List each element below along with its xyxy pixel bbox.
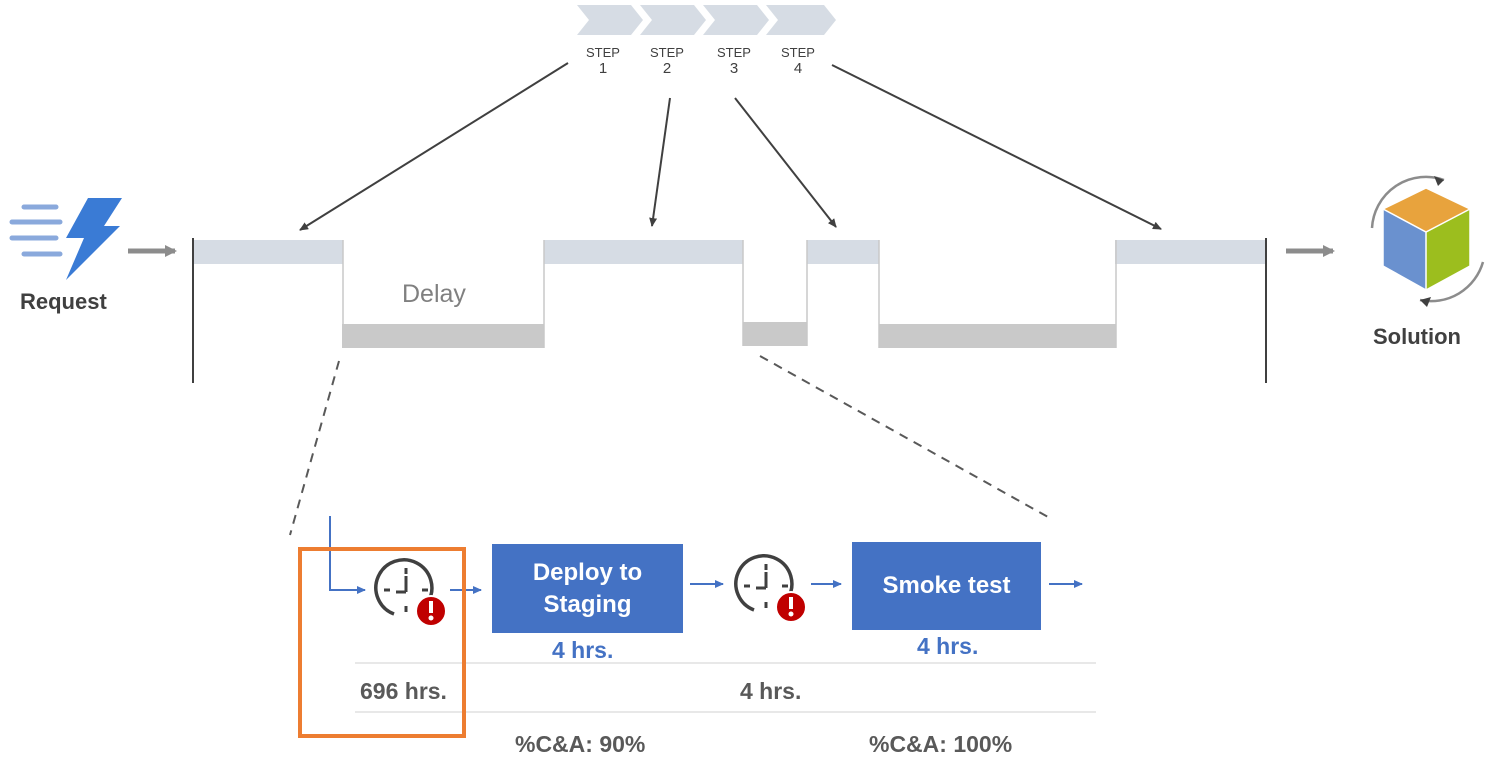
step-label-4: STEP 4: [773, 45, 823, 77]
wait-time-1: 696 hrs.: [360, 678, 447, 704]
ca-metric-smoke-test: %C&A: 100%: [869, 731, 1013, 757]
timeline-connectors: [342, 240, 1117, 348]
chevron-step-4: [766, 5, 836, 35]
step-number: 1: [598, 60, 608, 77]
solution-label: Solution: [1373, 324, 1461, 349]
step-label-3: STEP 3: [709, 45, 759, 77]
flow-in-arrow: [329, 516, 366, 594]
step-word: STEP: [781, 45, 815, 60]
chevron-step-1: [577, 5, 643, 35]
step-3-pointer: [734, 97, 837, 228]
step-4-pointer: [831, 64, 1162, 230]
alert-icon: [415, 595, 447, 627]
process-box-smoke-test: Smoke test: [852, 542, 1041, 630]
process-label: Smoke test: [882, 572, 1011, 599]
step-number: 3: [729, 60, 739, 77]
bottleneck-highlight-box: [298, 547, 466, 738]
request-label: Request: [20, 289, 107, 314]
step-word: STEP: [586, 45, 620, 60]
step-word: STEP: [650, 45, 684, 60]
solution-cube-icon: [1370, 175, 1485, 307]
step-label-1: STEP 1: [578, 45, 628, 77]
step-2-pointer: [649, 97, 671, 227]
delay-bar-2: [743, 322, 807, 346]
step-word: STEP: [717, 45, 751, 60]
process-bar-2: [544, 240, 743, 264]
chevron-step-3: [703, 5, 769, 35]
step-number: 2: [662, 60, 672, 77]
step-label-2: STEP 2: [642, 45, 692, 77]
step-chevrons: [577, 5, 836, 35]
zoom-line-right: [759, 355, 1049, 518]
delay-bar-3: [879, 324, 1116, 348]
process-time-smoke-test: 4 hrs.: [917, 633, 979, 659]
chevron-step-2: [640, 5, 706, 35]
zoom-line-left: [289, 360, 340, 536]
process-time-deploy: 4 hrs.: [552, 637, 614, 663]
process-bar-1: [194, 240, 343, 264]
step-number: 4: [793, 60, 803, 77]
lightning-icon: [9, 198, 122, 280]
process-bar-3: [807, 240, 879, 264]
delay-bar-1: [342, 324, 544, 348]
process-box-deploy: Deploy to Staging: [492, 544, 683, 633]
ca-metric-deploy: %C&A: 90%: [515, 731, 646, 757]
clock-icon: [734, 554, 794, 612]
alert-icon: [775, 591, 807, 623]
clock-icon: [374, 558, 434, 616]
step-1-pointer: [299, 62, 569, 231]
wait-time-2: 4 hrs.: [740, 678, 802, 704]
delay-label: Delay: [402, 280, 466, 308]
process-label: Deploy to Staging: [532, 558, 643, 618]
process-bar-4: [1115, 240, 1265, 264]
